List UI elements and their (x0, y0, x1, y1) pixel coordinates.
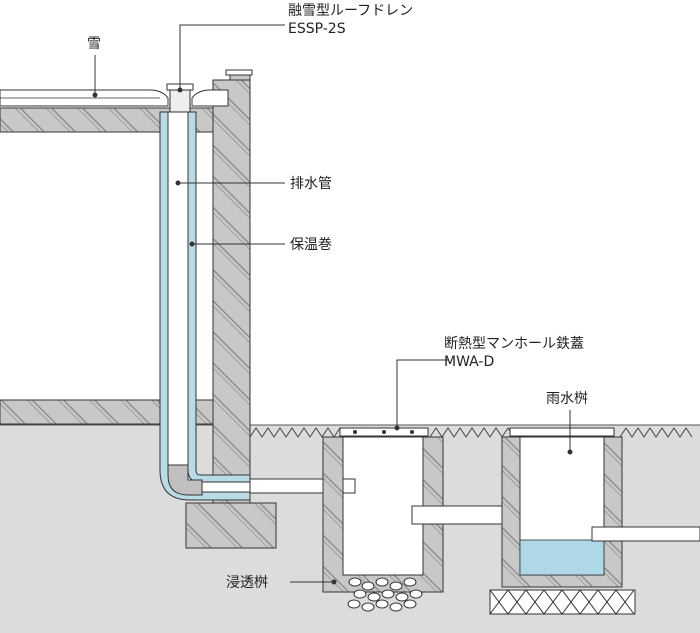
label-manhole-cover-name: 断熱型マンホール鉄蓋 (444, 336, 584, 352)
label-manhole-cover-model: MWA-D (444, 354, 494, 370)
snow-layer (0, 89, 229, 107)
leader-lines (92, 24, 573, 585)
gravel (347, 577, 423, 612)
label-roof-drain-name: 融雪型ルーフドレン (288, 3, 413, 19)
rainwater-basin (489, 427, 700, 615)
label-rainwater-basin: 雨水桝 (546, 391, 588, 407)
label-insulation: 保温巻 (290, 237, 332, 253)
label-drain-pipe: 排水管 (290, 176, 332, 192)
label-roof-drain-model: ESSP-2S (288, 21, 346, 37)
label-infiltration-basin: 浸透桝 (226, 575, 268, 591)
label-snow: 雪 (87, 36, 101, 52)
